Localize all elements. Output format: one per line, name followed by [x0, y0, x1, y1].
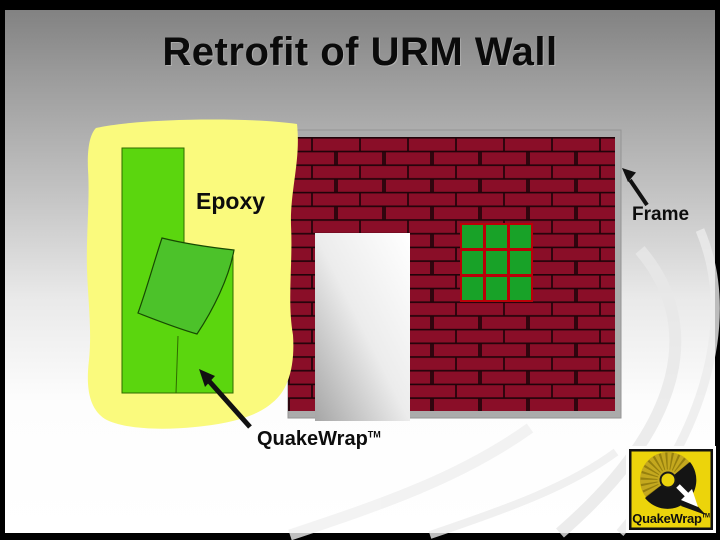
quakewrap-sheet: [137, 237, 235, 335]
arrow-to-quakewrap: [199, 369, 252, 429]
logo-trademark-sup: TM: [701, 513, 710, 520]
quakewrap-logo: [626, 446, 716, 533]
door-opening: [315, 233, 410, 421]
frame-label: Frame: [632, 204, 690, 225]
background-swirls: [288, 228, 720, 540]
slide-title: Retrofit of URM Wall: [162, 30, 558, 74]
window: [460, 223, 533, 302]
trademark-sup: TM: [367, 429, 381, 440]
epoxy-label: Epoxy: [196, 188, 266, 214]
quakewrap-label: QuakeWrapTM: [257, 428, 381, 450]
arrow-to-frame: [622, 168, 649, 207]
logo-wordmark: QuakeWrapTM: [632, 511, 710, 526]
logo-arrow-icon: [676, 484, 698, 507]
strip-seam: [175, 335, 179, 394]
